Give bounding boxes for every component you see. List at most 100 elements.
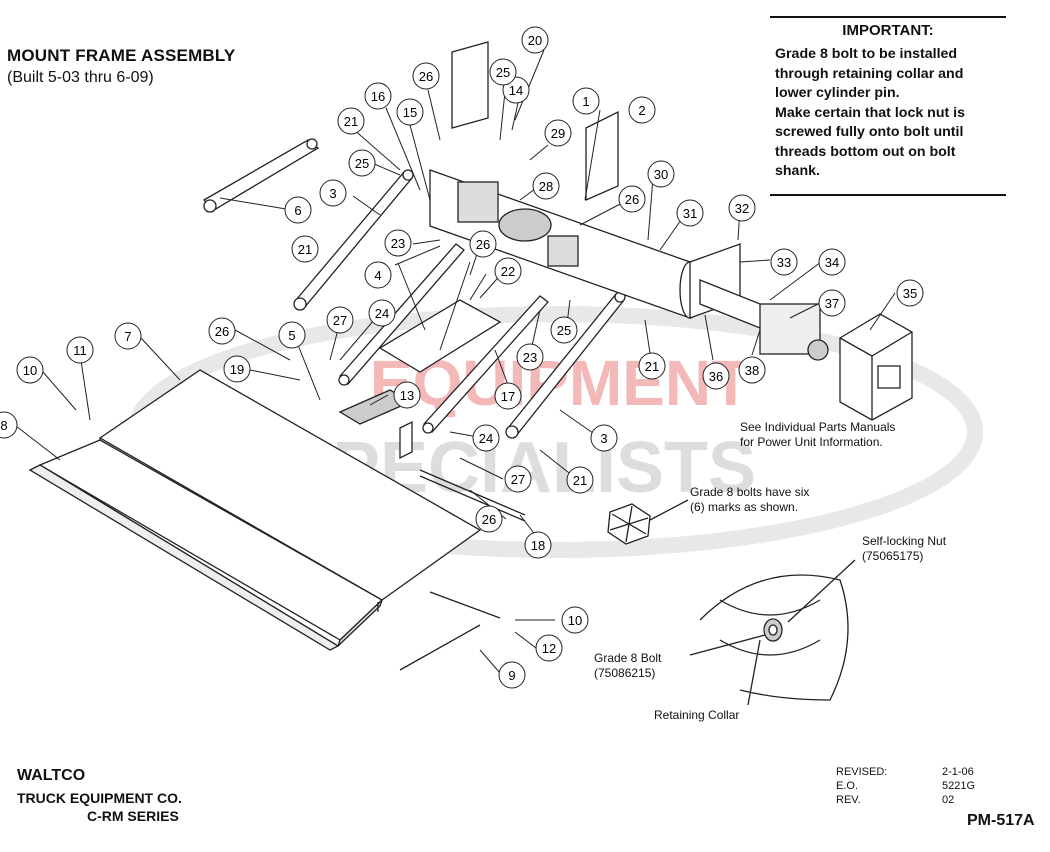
- svg-text:12: 12: [542, 641, 556, 656]
- callout: 21: [337, 107, 365, 135]
- callout: 6: [284, 196, 312, 224]
- svg-text:20: 20: [528, 33, 542, 48]
- revision-label: E.O.: [836, 780, 859, 792]
- grade8-note: Grade 8 bolts have six (6) marks as show…: [690, 485, 809, 515]
- svg-text:36: 36: [709, 369, 723, 384]
- callout: 21: [291, 235, 319, 263]
- power-unit-note: See Individual Parts Manuals for Power U…: [740, 420, 895, 450]
- svg-text:9: 9: [508, 668, 515, 683]
- svg-text:7: 7: [124, 329, 131, 344]
- svg-text:33: 33: [777, 255, 791, 270]
- svg-text:26: 26: [482, 512, 496, 527]
- callout: 31: [676, 199, 704, 227]
- note-line: Grade 8 Bolt: [594, 651, 662, 665]
- leader-lines: [15, 49, 896, 674]
- retaining-collar-note: Retaining Collar: [654, 708, 740, 722]
- svg-text:14: 14: [509, 83, 523, 98]
- svg-text:25: 25: [496, 65, 510, 80]
- svg-text:18: 18: [531, 538, 545, 553]
- note-line: Grade 8 bolts have six: [690, 485, 810, 499]
- important-line: Make certain that lock nut is: [775, 104, 966, 121]
- revision-values: 2-1-06 5221G 02: [942, 765, 975, 807]
- callout: 9: [498, 661, 526, 689]
- arms-4-17: [338, 243, 549, 434]
- callout: 10: [561, 606, 589, 634]
- important-text: Grade 8 bolt to be installed through ret…: [770, 45, 1006, 182]
- svg-text:30: 30: [654, 167, 668, 182]
- bolt-note: Grade 8 Bolt (75086215): [594, 651, 661, 681]
- revision-label: REV.: [836, 794, 861, 806]
- svg-text:25: 25: [557, 323, 571, 338]
- power-unit-35: [839, 313, 913, 421]
- svg-text:34: 34: [825, 255, 839, 270]
- callout: 35: [896, 279, 924, 307]
- callout: 12: [535, 634, 563, 662]
- callout: 7: [114, 322, 142, 350]
- lock-nut-note: Self-locking Nut (75065175): [862, 534, 946, 564]
- important-line: lower cylinder pin.: [775, 85, 900, 101]
- callout: 1: [572, 87, 600, 115]
- svg-text:21: 21: [573, 473, 587, 488]
- svg-text:24: 24: [375, 306, 389, 321]
- note-line: (75086215): [594, 666, 656, 680]
- note-line: (75065175): [862, 549, 924, 563]
- footer-line-2: TRUCK EQUIPMENT CO.: [17, 790, 182, 806]
- svg-text:1: 1: [582, 94, 589, 109]
- platform: [28, 369, 482, 651]
- svg-text:37: 37: [825, 296, 839, 311]
- callout: 5: [278, 321, 306, 349]
- callout: 23: [384, 229, 412, 257]
- callout: 29: [544, 119, 572, 147]
- callout: 25: [348, 149, 376, 177]
- svg-text:4: 4: [374, 268, 381, 283]
- callout: 26: [412, 62, 440, 90]
- svg-text:15: 15: [403, 105, 417, 120]
- svg-text:28: 28: [539, 179, 553, 194]
- svg-text:21: 21: [344, 114, 358, 129]
- callout: 26: [208, 317, 236, 345]
- callout: 10: [16, 356, 44, 384]
- svg-text:29: 29: [551, 126, 565, 141]
- svg-text:17: 17: [501, 389, 515, 404]
- callout: 26: [475, 505, 503, 533]
- important-line: threads bottom out on bolt: [775, 143, 956, 160]
- callout: 20: [521, 26, 549, 54]
- svg-text:16: 16: [371, 89, 385, 104]
- svg-text:26: 26: [625, 192, 639, 207]
- page-subtitle: (Built 5-03 thru 6-09): [7, 69, 154, 86]
- retaining-collar-detail: [649, 499, 856, 706]
- svg-text:27: 27: [511, 472, 525, 487]
- svg-text:26: 26: [215, 324, 229, 339]
- page-title: MOUNT FRAME ASSEMBLY: [7, 46, 236, 65]
- callout: 3: [319, 179, 347, 207]
- callout: 34: [818, 248, 846, 276]
- callout: 27: [504, 465, 532, 493]
- callout: 27: [326, 306, 354, 334]
- note-line: for Power Unit Information.: [740, 435, 883, 449]
- svg-text:22: 22: [501, 264, 515, 279]
- callout: 26: [618, 185, 646, 213]
- callout: 17: [494, 382, 522, 410]
- svg-text:31: 31: [683, 206, 697, 221]
- callout: 4: [364, 261, 392, 289]
- svg-text:5: 5: [288, 328, 295, 343]
- callout: 24: [368, 299, 396, 327]
- svg-text:13: 13: [400, 388, 414, 403]
- callout: 18: [524, 531, 552, 559]
- document-number: PM-517A: [967, 812, 1035, 829]
- svg-text:35: 35: [903, 286, 917, 301]
- revision-value: 5221G: [942, 780, 976, 792]
- callout: 37: [818, 289, 846, 317]
- svg-text:21: 21: [298, 242, 312, 257]
- svg-text:25: 25: [355, 156, 369, 171]
- svg-text:27: 27: [333, 313, 347, 328]
- note-line: Self-locking Nut: [862, 534, 947, 548]
- cylinder-38: [699, 279, 829, 361]
- svg-text:8: 8: [0, 418, 7, 433]
- note-line: See Individual Parts Manuals: [740, 420, 896, 434]
- callout: 25: [489, 58, 517, 86]
- important-heading: IMPORTANT:: [842, 22, 934, 39]
- callout: 26: [469, 230, 497, 258]
- footer-line-3: C-RM SERIES: [87, 808, 179, 824]
- svg-text:3: 3: [600, 431, 607, 446]
